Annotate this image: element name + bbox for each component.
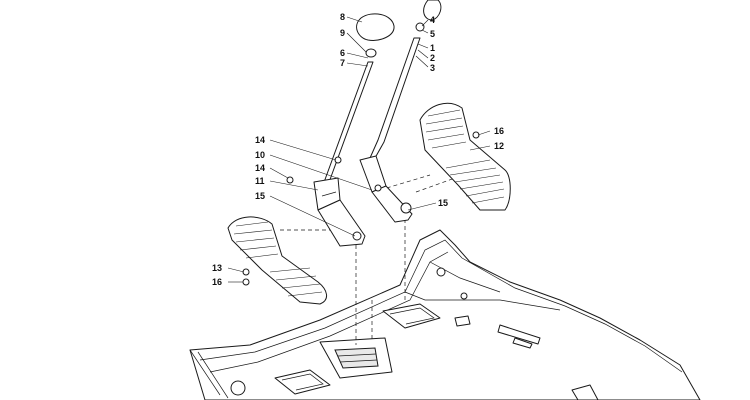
- callout-7: 7: [340, 58, 345, 68]
- callout-5: 5: [430, 29, 435, 39]
- callout-16-top: 16: [494, 126, 504, 136]
- floor-panel: [189, 229, 701, 400]
- bolt-14b: [286, 176, 294, 184]
- callout-2: 2: [430, 53, 435, 63]
- lever-knob-right: [423, 0, 442, 21]
- callout-3: 3: [430, 63, 435, 73]
- left-hand-lever: [286, 13, 395, 247]
- right-hand-lever: [359, 0, 442, 223]
- lever-bracket-right: [371, 185, 413, 223]
- callout-6: 6: [340, 48, 345, 58]
- callout-labels: 8 9 6 7 4 5 1 2 3 16 12 14 10 14 11 15 1…: [212, 12, 504, 287]
- callout-13: 13: [212, 263, 222, 273]
- lever-collar-left: [365, 48, 377, 58]
- callout-16-bottom: 16: [212, 277, 222, 287]
- assembly-guide-lines: [280, 174, 456, 345]
- callout-leaders: [227, 16, 491, 283]
- right-pedal: [419, 102, 511, 211]
- callout-11: 11: [255, 176, 265, 186]
- bolt-16a: [472, 131, 480, 139]
- callout-1: 1: [430, 43, 435, 53]
- callout-10: 10: [255, 150, 265, 160]
- callout-15-left: 15: [255, 191, 265, 201]
- lever-collar-right: [415, 22, 425, 32]
- callout-8: 8: [340, 12, 345, 22]
- lever-knob-left: [356, 13, 395, 41]
- callout-9: 9: [340, 28, 345, 38]
- callout-14-bottom: 14: [255, 163, 265, 173]
- callout-4: 4: [430, 15, 435, 25]
- callout-12: 12: [494, 141, 504, 151]
- callout-15-right: 15: [438, 198, 448, 208]
- left-pedal: [227, 216, 327, 305]
- bolt-16b: [242, 278, 250, 286]
- callout-14-top: 14: [255, 135, 265, 145]
